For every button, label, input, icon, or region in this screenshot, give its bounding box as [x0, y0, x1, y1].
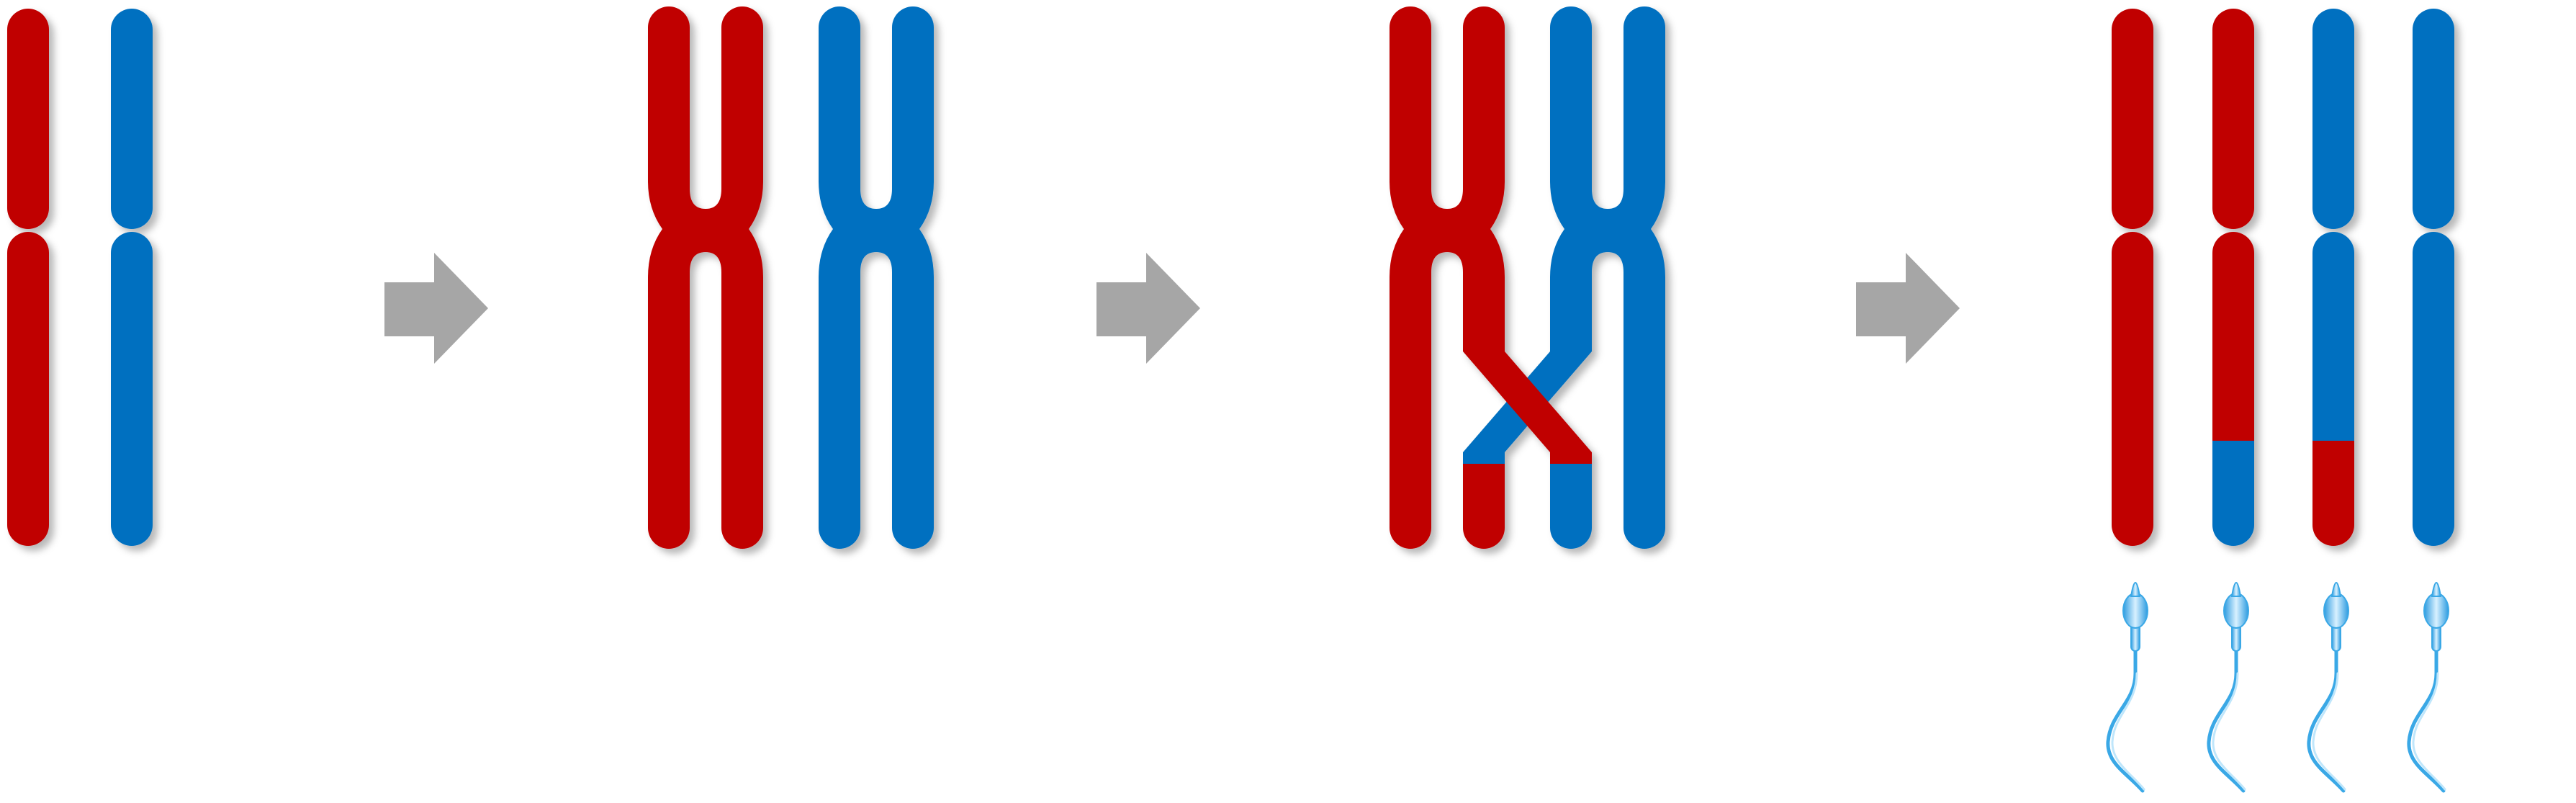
recombinant-chromatids [2112, 9, 2454, 546]
sperm-tail [2106, 646, 2145, 793]
paternal-sister-chromatids [1550, 6, 1665, 549]
maternal-crossover-strand [1463, 351, 1592, 452]
upper-arm [2413, 9, 2454, 229]
recombinant-chromatid-3 [2312, 9, 2354, 546]
sperm-tail [2207, 646, 2246, 793]
sperm-tail-highlight [2212, 672, 2246, 791]
sperm-head [2323, 593, 2349, 629]
lower-arm-parental-segment [2212, 232, 2254, 441]
stage-crossing-over [1390, 6, 1665, 549]
recombinant-chromatid-4 [2413, 9, 2454, 546]
maternal-sister-chromatids [648, 6, 763, 549]
upper-arm [2312, 9, 2354, 229]
paternal-segment-on-maternal [1463, 452, 1505, 464]
upper-arm [2112, 9, 2153, 229]
sperm-tail-highlight [2111, 672, 2145, 791]
paternal-chromosome [111, 9, 153, 546]
lower-arm-recombinant-segment [2312, 441, 2354, 546]
sperm-head [2223, 593, 2249, 629]
sperm-acrosome [2330, 582, 2342, 597]
right-arrow-icon [384, 253, 488, 364]
recombinant-chromatid-2 [2212, 9, 2254, 546]
sperm-head [2423, 593, 2449, 629]
sperm-acrosome [2431, 582, 2442, 597]
sperm-acrosome [2130, 582, 2141, 597]
maternal-segment-on-paternal [1550, 452, 1592, 464]
lower-arm [2413, 232, 2454, 546]
lower-arm-recombinant-segment [2212, 441, 2254, 546]
sperm-acrosome [2230, 582, 2242, 597]
sperm-tail [2407, 646, 2446, 793]
sperm-tail-highlight [2312, 672, 2346, 791]
paternal-lower-stub [1550, 464, 1592, 549]
sperm-head [2122, 593, 2148, 629]
paternal-sister-chromatids [819, 6, 934, 549]
stage-replicated-chromosomes [648, 6, 934, 549]
sperm-icon [2307, 582, 2349, 793]
maternal-lower-stub [1463, 464, 1505, 549]
right-arrow-icon [1856, 253, 1960, 364]
sperm-icon [2207, 582, 2249, 793]
recombinant-chromatid-1 [2112, 9, 2153, 546]
maternal-chromosome [7, 9, 49, 546]
sperm-icon [2106, 582, 2148, 793]
upper-arm [2212, 9, 2254, 229]
sperm-tail-highlight [2412, 672, 2446, 791]
sperm-tail [2307, 646, 2346, 793]
sperm-icon [2407, 582, 2449, 793]
lower-arm [2112, 232, 2153, 546]
right-arrow-icon [1096, 253, 1200, 364]
lower-arm-parental-segment [2312, 232, 2354, 441]
stage-recombinant-gametes [2106, 9, 2454, 793]
maternal-sister-chromatids [1390, 6, 1505, 549]
stage-homologous-pair [7, 9, 153, 546]
